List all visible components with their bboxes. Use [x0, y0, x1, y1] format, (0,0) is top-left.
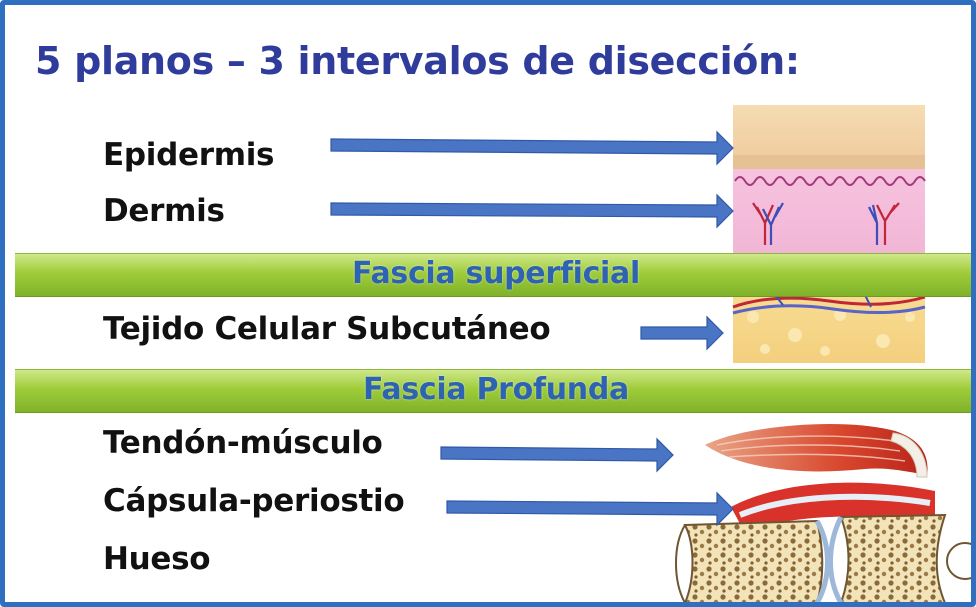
skin-illustration	[733, 105, 926, 253]
arrow-subcutaneo	[640, 315, 724, 351]
joint-bone-illustration	[675, 482, 971, 602]
band-fascia-superficial: Fascia superficial	[15, 253, 971, 297]
label-subcutaneo: Tejido Celular Subcutáneo	[103, 311, 551, 347]
label-dermis: Dermis	[103, 193, 225, 229]
band-label-superficial: Fascia superficial	[352, 256, 640, 291]
arrow-dermis	[330, 193, 734, 229]
slide-title: 5 planos – 3 intervalos de disección:	[35, 39, 800, 83]
label-epidermis: Epidermis	[103, 137, 275, 173]
label-tendon: Tendón-músculo	[103, 425, 383, 461]
arrows	[330, 130, 734, 527]
tendon-muscle-illustration	[705, 423, 928, 478]
arrow-capsula	[446, 491, 734, 527]
arrow-tendon	[440, 437, 674, 473]
illustrations-layer	[330, 105, 971, 602]
band-label-profunda: Fascia Profunda	[363, 372, 629, 407]
band-fascia-profunda: Fascia Profunda	[15, 369, 971, 413]
subcutaneous-illustration	[732, 294, 926, 363]
label-hueso: Hueso	[103, 541, 211, 577]
label-capsula: Cápsula-periostio	[103, 483, 405, 519]
arrow-epidermis	[330, 130, 734, 166]
